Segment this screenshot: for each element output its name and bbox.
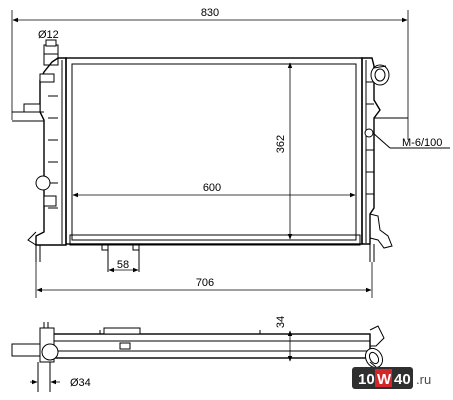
bottom-brackets bbox=[101, 244, 140, 273]
overall-width-label: 830 bbox=[201, 7, 219, 19]
bracket-spacing-label: 58 bbox=[117, 259, 129, 271]
bottom-view: Ø34 34 bbox=[11, 316, 385, 392]
watermark-prefix: 10 bbox=[358, 371, 375, 388]
left-inlet-pipe bbox=[43, 39, 59, 66]
thread-label: M-6/100 bbox=[402, 137, 442, 149]
core-thickness-dimension bbox=[280, 330, 300, 362]
watermark-logo: 10 W 40 .ru bbox=[352, 367, 431, 389]
right-outlet-pipe bbox=[370, 64, 390, 86]
radiator-core bbox=[65, 57, 363, 246]
bottom-view-body bbox=[51, 333, 371, 359]
sensor-cap bbox=[35, 175, 51, 191]
left-tank bbox=[27, 57, 67, 262]
core-thickness-label: 34 bbox=[275, 316, 287, 328]
outlet-diameter-label: Ø34 bbox=[70, 377, 91, 389]
pipe-diameter-label: Ø12 bbox=[38, 29, 59, 41]
left-mount-bracket bbox=[12, 103, 44, 122]
bottom-right-end bbox=[364, 325, 385, 373]
watermark-accent bbox=[375, 369, 392, 387]
bottom-left-end bbox=[11, 322, 60, 392]
watermark-domain: .ru bbox=[416, 372, 431, 387]
body-width-dimension bbox=[35, 262, 373, 298]
watermark-highlight: W bbox=[377, 371, 392, 388]
right-tank bbox=[361, 57, 393, 262]
front-view: 830 Ø12 bbox=[11, 7, 450, 298]
core-width-label: 600 bbox=[203, 182, 221, 194]
watermark-suffix: 40 bbox=[394, 371, 411, 388]
overall-width-dimension bbox=[11, 10, 409, 120]
thread-callout bbox=[364, 117, 450, 149]
core-height-label: 362 bbox=[275, 135, 287, 153]
body-width-label: 706 bbox=[196, 277, 214, 289]
